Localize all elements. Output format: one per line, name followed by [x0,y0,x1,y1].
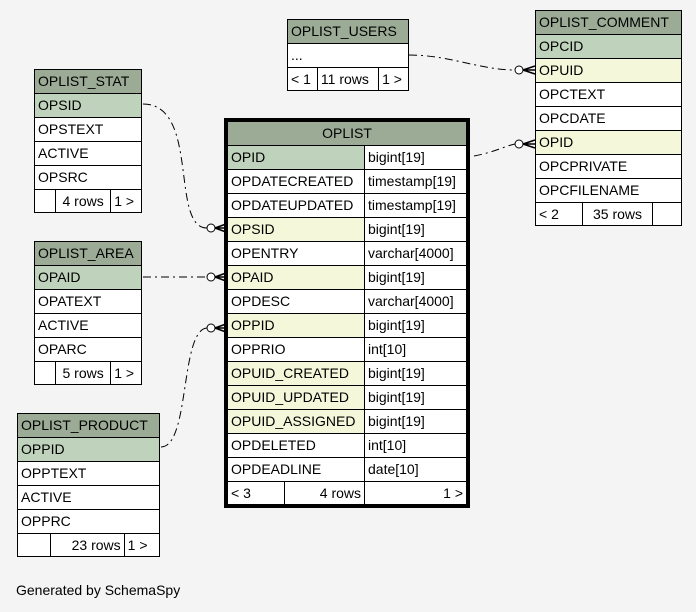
column-type: varchar[4000] [364,289,467,314]
column-type: varchar[4000] [364,241,467,266]
link-stat-oplist [142,103,208,229]
column-row[interactable]: ... [287,43,409,68]
column-row[interactable]: OPSID [34,93,142,118]
table-title[interactable]: OPLIST_AREA [34,241,142,266]
column-row[interactable]: OPUID [535,58,682,83]
generated-by-label: Generated by SchemaSpy [16,582,181,598]
table-oplist-stat[interactable]: OPLIST_STAT OPSID OPSTEXT ACTIVE OPSRC 4… [34,69,142,213]
crowfoot-icon [214,323,227,333]
children-count [652,202,682,226]
link-users-comment [408,54,516,71]
column-type: bigint[19] [364,265,467,290]
parents-count: < 1 [287,67,318,91]
column-row[interactable]: OPPID [17,437,160,462]
crowfoot-icon [522,65,536,75]
link-end-icon [514,65,524,75]
crowfoot-icon [214,272,227,282]
table-title[interactable]: OPLIST_PRODUCT [17,413,160,438]
column-row[interactable]: OPID [535,130,682,155]
table-title[interactable]: OPLIST_STAT [34,69,142,94]
table-title[interactable]: OPLIST [227,121,467,146]
table-oplist-users[interactable]: OPLIST_USERS ... < 1 11 rows 1 > [287,19,409,91]
column-name[interactable]: OPSID [227,217,365,242]
row-count: 4 rows [54,189,112,213]
column-type: bigint[19] [364,385,467,410]
column-name[interactable]: OPDELETED [227,433,365,458]
column-name[interactable]: OPDATECREATED [227,169,365,194]
column-name[interactable]: OPUID_CREATED [227,361,365,386]
table-title[interactable]: OPLIST_COMMENT [535,10,682,35]
column-name[interactable]: OPPRIO [227,337,365,362]
column-type: int[10] [364,433,467,458]
column-name[interactable]: OPENTRY [227,241,365,266]
column-row[interactable]: OPCID [535,34,682,59]
column-type: bigint[19] [364,217,467,242]
column-name[interactable]: OPDESC [227,289,365,314]
column-row[interactable]: OPCFILENAME [535,178,682,203]
column-type: date[10] [364,457,467,482]
column-row[interactable]: ACTIVE [34,141,142,166]
column-type: timestamp[19] [364,169,467,194]
column-row[interactable]: OPPRC [17,509,160,534]
column-name[interactable]: OPAID [227,265,365,290]
parents-count: < 2 [535,202,583,226]
link-oplist-comment [473,143,516,157]
row-count: 4 rows [284,481,365,505]
column-row[interactable]: OPCDATE [535,106,682,131]
row-count: 5 rows [54,361,112,385]
column-type: bigint[19] [364,409,467,434]
parents-count [17,533,51,557]
column-name[interactable]: OPUID_ASSIGNED [227,409,365,434]
table-oplist-comment[interactable]: OPLIST_COMMENT OPCID OPUID OPCTEXT OPCDA… [535,10,682,226]
column-row[interactable]: OPCTEXT [535,82,682,107]
row-count: 11 rows [316,67,380,91]
table-oplist-product[interactable]: OPLIST_PRODUCT OPPID OPPTEXT ACTIVE OPPR… [17,413,161,557]
column-row[interactable]: OPARC [34,337,142,362]
column-row[interactable]: OPCPRIVATE [535,154,682,179]
column-name[interactable]: OPUID_UPDATED [227,385,365,410]
children-count: 1 > [110,361,142,385]
column-type: bigint[19] [364,361,467,386]
parents-count: < 3 [227,481,285,505]
column-type: timestamp[19] [364,193,467,218]
parents-count [34,361,56,385]
column-row[interactable]: ACTIVE [34,313,142,338]
column-type: bigint[19] [364,145,467,170]
link-end-icon [206,323,216,333]
column-name[interactable]: OPID [227,145,365,170]
column-type: int[10] [364,337,467,362]
table-oplist-area[interactable]: OPLIST_AREA OPAID OPATEXT ACTIVE OPARC 5… [34,241,142,385]
crowfoot-icon [522,139,536,149]
parents-count [34,189,56,213]
column-name[interactable]: OPPID [227,313,365,338]
row-count: 35 rows [582,202,653,226]
column-row[interactable]: OPATEXT [34,289,142,314]
column-name[interactable]: OPDATEUPDATED [227,193,365,218]
link-product-oplist [160,327,208,448]
column-row[interactable]: OPAID [34,265,142,290]
crowfoot-icon [214,223,227,233]
children-count: 1 > [123,533,161,557]
children-count: 1 > [378,67,409,91]
children-count: 1 > [364,481,467,505]
row-count: 23 rows [50,533,125,557]
column-row[interactable]: OPPTEXT [17,461,160,486]
column-type: bigint[19] [364,313,467,338]
link-end-icon [514,139,524,149]
link-end-icon [206,223,216,233]
link-end-icon [206,272,216,282]
column-row[interactable]: OPSRC [34,165,142,190]
column-row[interactable]: OPSTEXT [34,117,142,142]
column-name[interactable]: OPDEADLINE [227,457,365,482]
column-row[interactable]: ACTIVE [17,485,160,510]
children-count: 1 > [110,189,142,213]
table-title[interactable]: OPLIST_USERS [287,19,409,44]
